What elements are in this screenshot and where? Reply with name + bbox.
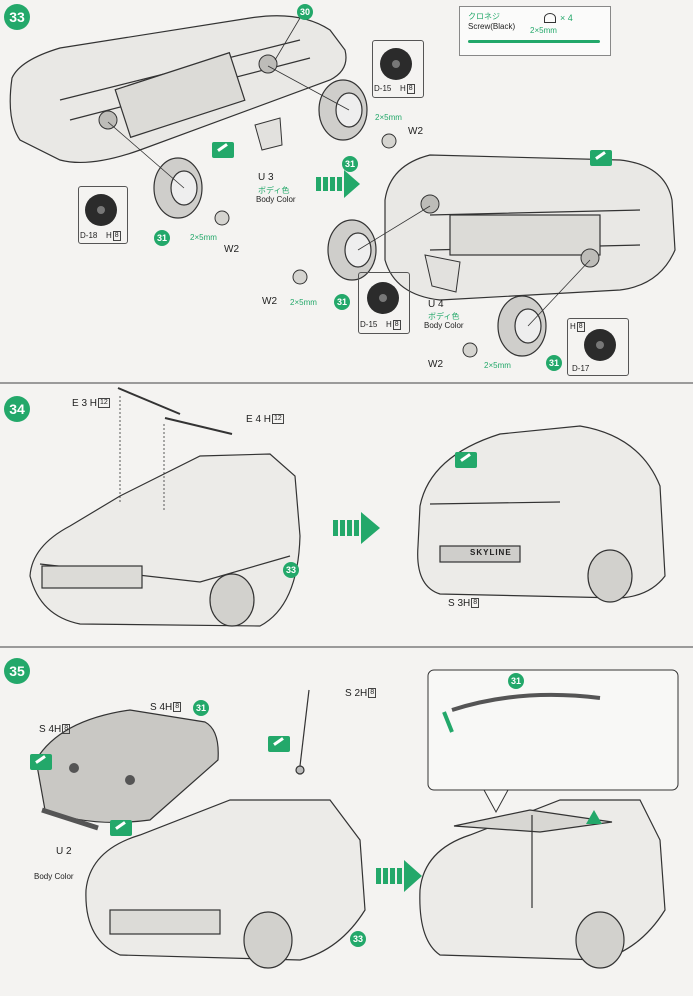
s4-mid-code: S 4 <box>150 702 166 713</box>
glue-icon-e <box>110 820 132 836</box>
screw-size-a: 2×5mm <box>375 113 402 122</box>
glue-icon-b <box>590 150 612 166</box>
e4-h-num: 12 <box>272 414 284 424</box>
caution-icon <box>586 810 602 824</box>
w2-label-d: W2 <box>428 359 443 370</box>
part-30-badge: 30 <box>297 4 313 20</box>
divider-33-34 <box>0 382 693 384</box>
e4-h: H <box>263 414 272 425</box>
glue-icon-f <box>268 736 290 752</box>
s3-code: S 3 <box>448 598 464 609</box>
part-31-badge-b: 31 <box>154 230 170 246</box>
wheel-detail-top-right <box>372 40 424 98</box>
screw-jp-label: クロネジ <box>468 12 500 21</box>
u3-label: U 3 <box>258 172 274 183</box>
u3-jp: ボディ色 <box>258 186 290 195</box>
part-31-badge-a: 31 <box>342 156 358 172</box>
e4-code: E 4 <box>246 414 262 425</box>
skyline-badge: SKYLINE <box>470 548 512 557</box>
step-33-panel: 33 30 クロネジ Screw(Black) × 4 2×5mm D-15 H… <box>0 0 693 380</box>
s2-h: H <box>360 688 368 699</box>
s2-code: S 2 <box>345 688 361 699</box>
screw-qty: × 4 <box>560 13 573 23</box>
glue-icon-c <box>455 452 477 468</box>
e3-h-num: 12 <box>98 398 110 408</box>
part-31-badge-hood: 31 <box>193 700 209 716</box>
s4-left-code: S 4 <box>39 724 55 735</box>
s4-mid-h: H <box>165 702 173 713</box>
u4-jp: ボディ色 <box>428 312 460 321</box>
glue-icon-d <box>30 754 52 770</box>
s3-h-num: 8 <box>471 598 480 608</box>
w2-label-c: W2 <box>262 296 277 307</box>
screw-size-d: 2×5mm <box>484 361 511 370</box>
wheel-detail-mid <box>358 272 410 334</box>
wheel-right-code: D-17 <box>572 364 590 373</box>
u3-color: Body Color <box>256 195 296 204</box>
wheel-left-code: D-18 <box>80 231 98 240</box>
w2-label-a: W2 <box>408 126 423 137</box>
divider-34-35 <box>0 646 693 648</box>
u4-label: U 4 <box>428 299 444 310</box>
w2-label-b: W2 <box>224 244 239 255</box>
wheel-top-right-code: D-15 <box>374 84 392 93</box>
wheel-detail-right <box>567 318 629 376</box>
wheel-detail-left <box>78 186 128 244</box>
screw-size-c: 2×5mm <box>290 298 317 307</box>
u2-label: U 2 <box>56 846 72 857</box>
screw-icon <box>544 13 556 23</box>
step-34-drawing <box>29 387 666 627</box>
screwdriver-icon <box>468 40 600 43</box>
step-35-drawing <box>35 669 679 969</box>
screw-legend-box: クロネジ Screw(Black) × 4 2×5mm <box>459 6 611 56</box>
part-31-badge-c: 31 <box>334 294 350 310</box>
step-35-badge: 35 <box>4 658 30 684</box>
screw-en-label: Screw(Black) <box>468 22 516 31</box>
wheel-mid-h-num: 8 <box>392 320 401 330</box>
screw-size: 2×5mm <box>530 26 557 35</box>
wheel-top-right-h-num: 8 <box>406 84 415 94</box>
e3-h: H <box>89 398 98 409</box>
wheel-top-right-h-letter: H <box>400 84 406 93</box>
part-33-badge-35: 33 <box>350 931 366 947</box>
wheel-mid-h-letter: H <box>386 320 392 329</box>
step-33-badge: 33 <box>4 4 30 30</box>
s4-left-h: H <box>54 724 62 735</box>
part-33-badge: 33 <box>283 562 299 578</box>
s4-mid-h-num: 8 <box>173 702 182 712</box>
wheel-right-h-letter: H <box>570 322 576 331</box>
step-33-drawing <box>9 15 676 361</box>
e3-code: E 3 <box>72 398 88 409</box>
s2-h-num: 8 <box>368 688 377 698</box>
part-31-badge-d: 31 <box>546 355 562 371</box>
wheel-right-h-num: 8 <box>576 322 585 332</box>
wheel-mid-code: D-15 <box>360 320 378 329</box>
part-31-badge-detail: 31 <box>508 673 524 689</box>
u4-color: Body Color <box>424 321 464 330</box>
step-34-badge: 34 <box>4 396 30 422</box>
screw-size-b: 2×5mm <box>190 233 217 242</box>
s4-left-h-num: 8 <box>62 724 71 734</box>
wheel-left-h-num: 8 <box>112 231 121 241</box>
s3-h: H <box>463 598 471 609</box>
glue-icon-a <box>212 142 234 158</box>
u2-color: Body Color <box>34 872 74 881</box>
wheel-left-h-letter: H <box>106 231 112 240</box>
